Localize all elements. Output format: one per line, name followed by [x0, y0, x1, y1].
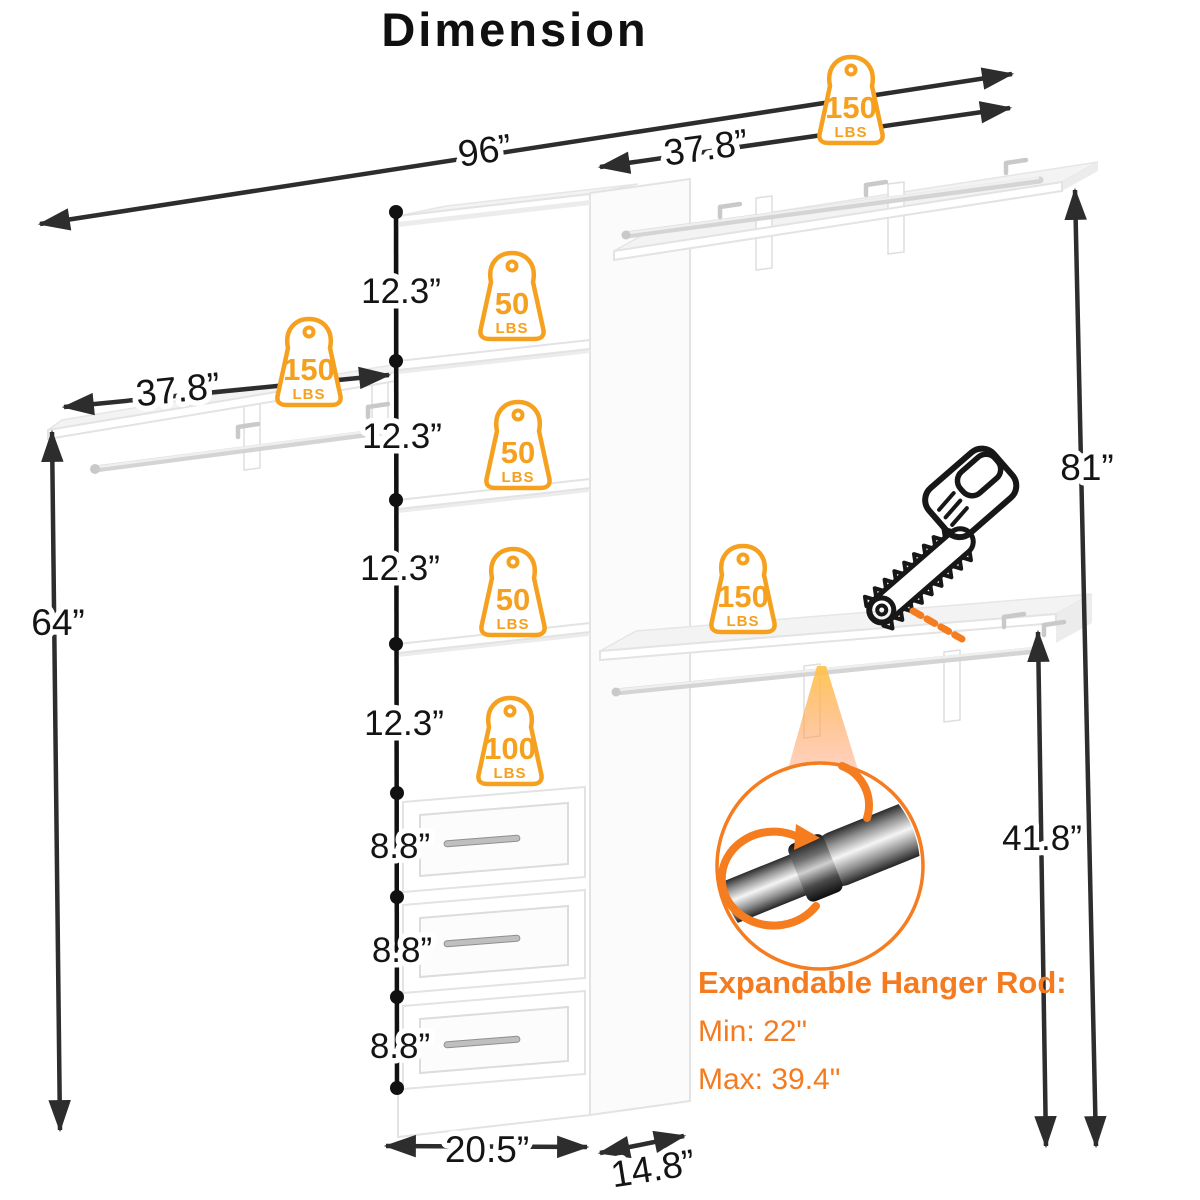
- dim-left-shelf-width: 37.8”: [134, 365, 222, 415]
- dim-total-width: 96”: [455, 126, 514, 174]
- dimension-line-top-shelf: [597, 101, 1013, 174]
- badge-unit: LBS: [835, 124, 868, 141]
- badge-unit: LBS: [497, 616, 530, 633]
- measure-dot: [390, 990, 404, 1004]
- dim-left-height: 64”: [31, 602, 84, 643]
- tower-drawer-3: [402, 989, 586, 1091]
- rod-detail-inset: Expandable Hanger Rod: Min: 22" Max: 39.…: [698, 761, 1067, 1096]
- l-bracket-icon: [1003, 157, 1029, 176]
- page-title: Dimension: [381, 3, 648, 56]
- shelf-bracket: [243, 399, 261, 471]
- weight-badge-left-shelf: 150 LBS: [277, 319, 340, 405]
- badge-value: 50: [495, 286, 529, 321]
- spotlight-beam: [786, 666, 860, 776]
- dimension-line-tower-width: [383, 1134, 590, 1159]
- weight-badge-cubby-2: 50 LBS: [486, 402, 549, 488]
- tower-drawer-2: [402, 888, 586, 995]
- measure-dot: [390, 1081, 404, 1095]
- dim-drawer-height-3: 8.8”: [370, 1027, 430, 1066]
- weight-badge-lower-shelf: 150 LBS: [711, 546, 774, 632]
- dim-cubby-height-2: 12.3”: [362, 417, 442, 456]
- left-hanger-rod-highlight: [95, 426, 396, 469]
- dimension-line-tower-depth: [597, 1130, 687, 1159]
- weight-badge-drawers: 100 LBS: [478, 698, 541, 784]
- tower-drawer-1: [402, 785, 586, 894]
- rotation-arrow-icon: [717, 762, 873, 930]
- dim-total-height: 81”: [1060, 447, 1113, 488]
- badge-value: 50: [501, 435, 535, 470]
- dim-top-shelf-width: 37.8”: [661, 121, 750, 173]
- badge-unit: LBS: [496, 320, 529, 337]
- rod-end-cap: [621, 230, 631, 240]
- badge-unit: LBS: [727, 613, 760, 630]
- badge-unit: LBS: [494, 765, 527, 782]
- drawer-handle: [443, 834, 521, 848]
- inset-min: Min: 22": [698, 1015, 807, 1048]
- measure-dot: [389, 493, 403, 507]
- chainsaw-icon: [862, 445, 1020, 631]
- shelf-bracket: [943, 649, 961, 723]
- l-bracket-icon: [717, 201, 743, 220]
- l-bracket-icon: [863, 179, 889, 198]
- lower-right-hanger-rod-highlight: [616, 646, 1038, 692]
- measure-dot: [389, 637, 403, 651]
- inset-heading: Expandable Hanger Rod:: [698, 965, 1067, 1000]
- drawer-handle: [443, 1035, 521, 1049]
- dimension-lines: [37, 67, 1107, 1159]
- dimension-line-total-height: [1064, 187, 1107, 1149]
- badge-value: 150: [717, 579, 769, 614]
- badge-value: 150: [283, 352, 335, 387]
- telescoping-rod: [720, 800, 920, 924]
- dim-rod-height: 41.8”: [1002, 819, 1082, 858]
- measure-dot: [389, 205, 403, 219]
- dim-drawer-height-1: 8.8”: [370, 827, 430, 866]
- measure-dot: [390, 786, 404, 800]
- badge-unit: LBS: [293, 386, 326, 403]
- cut-line: [909, 607, 966, 643]
- drawer-handle: [443, 934, 521, 948]
- measure-dot: [390, 890, 404, 904]
- l-bracket-icon: [1001, 611, 1027, 630]
- dim-tower-width: 20.5”: [445, 1129, 529, 1170]
- badge-value: 50: [496, 582, 530, 617]
- rod-end-cap: [90, 464, 100, 474]
- dimension-line-left-height: [41, 429, 71, 1133]
- rod-end-cap: [611, 687, 621, 697]
- badge-value: 100: [484, 731, 536, 766]
- measure-dot: [389, 354, 403, 368]
- badge-unit: LBS: [502, 469, 535, 486]
- l-bracket-icon: [235, 421, 261, 440]
- weight-badge-cubby-1: 50 LBS: [480, 253, 543, 339]
- dim-cubby-height-4: 12.3”: [364, 704, 444, 743]
- dimension-line-rod-height: [1027, 629, 1057, 1149]
- dim-cubby-height-1: 12.3”: [361, 272, 441, 311]
- badge-value: 150: [825, 90, 877, 125]
- top-right-shelf-side: [1062, 162, 1098, 191]
- left-shelf-top: [47, 361, 411, 431]
- dim-drawer-height-2: 8.8”: [372, 931, 432, 970]
- dim-cubby-height-3: 12.3”: [360, 549, 440, 588]
- weight-badge-cubby-3: 50 LBS: [481, 549, 544, 635]
- inset-max: Max: 39.4": [698, 1063, 840, 1096]
- left-hanger-rod: [91, 426, 400, 473]
- weight-badge-top-shelf: 150 LBS: [819, 57, 882, 143]
